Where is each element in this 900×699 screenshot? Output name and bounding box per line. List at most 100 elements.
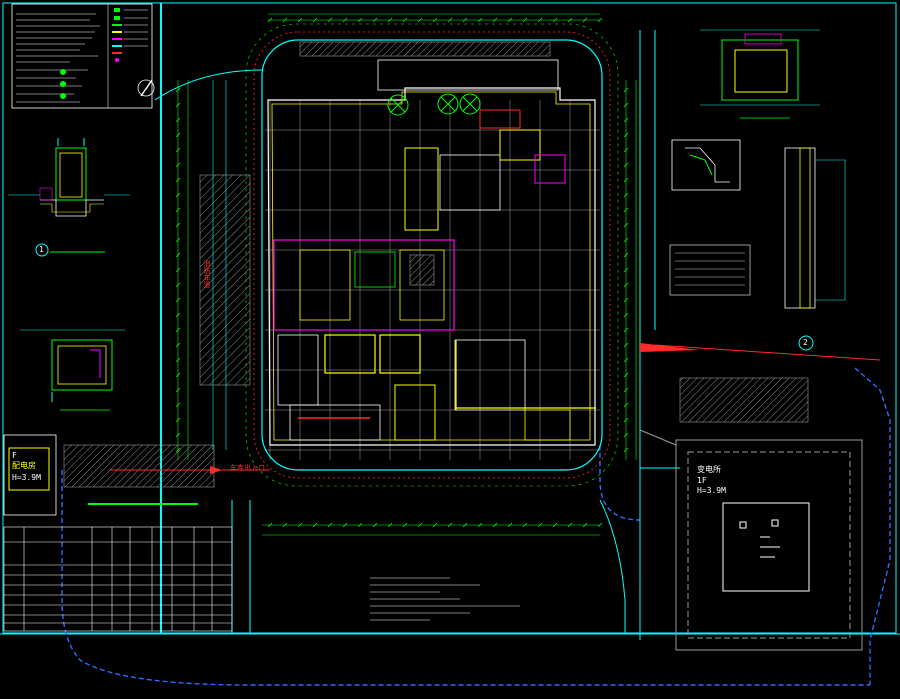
dimension-tick xyxy=(175,162,181,168)
dimension-tick xyxy=(175,327,181,333)
dimension-tick xyxy=(623,447,629,453)
dimension-tick xyxy=(175,117,181,123)
parking-strip-right xyxy=(679,377,809,423)
dimension-tick xyxy=(175,87,181,93)
dimension-tick xyxy=(175,237,181,243)
building-outline xyxy=(267,87,596,446)
dimension-tick xyxy=(372,522,378,528)
stair-number-1: 1 xyxy=(39,245,44,254)
dimension-tick xyxy=(623,297,629,303)
dimension-tick xyxy=(175,177,181,183)
red-wedge xyxy=(640,343,881,361)
dimension-tick xyxy=(623,237,629,243)
dimension-tick xyxy=(357,17,363,23)
dimension-tick xyxy=(537,17,543,23)
dimension-tick xyxy=(175,102,181,108)
dimension-tick xyxy=(507,522,513,528)
substation-name: 变电所 xyxy=(697,465,721,474)
dimension-tick xyxy=(552,522,558,528)
dimension-tick xyxy=(447,17,453,23)
building-f-name: 配电房 xyxy=(12,461,36,470)
dimension-tick xyxy=(623,372,629,378)
building-f-code: F xyxy=(12,451,17,460)
detail-plan-top-right xyxy=(700,29,820,119)
dimension-tick xyxy=(175,282,181,288)
dimension-tick xyxy=(387,17,393,23)
substation-box xyxy=(639,429,863,651)
dimension-tick xyxy=(417,522,423,528)
stair-number-2: 2 xyxy=(803,338,808,347)
detail-section-1 xyxy=(8,138,130,257)
dimension-tick xyxy=(175,207,181,213)
top-roof-section xyxy=(299,41,559,91)
dimension-tick xyxy=(327,17,333,23)
dimension-tick xyxy=(623,132,629,138)
dimension-tick xyxy=(623,357,629,363)
dimension-tick xyxy=(623,282,629,288)
dimension-tick xyxy=(492,17,498,23)
dimension-tick xyxy=(267,17,273,23)
dimension-tick xyxy=(597,17,603,23)
table-title-underline xyxy=(88,503,198,505)
dimension-tick xyxy=(417,17,423,23)
dimension-tick xyxy=(623,192,629,198)
dimension-tick xyxy=(597,522,603,528)
site-notes-lines xyxy=(370,577,520,621)
dimension-tick xyxy=(175,387,181,393)
dimension-tick xyxy=(175,252,181,258)
dimension-tick xyxy=(462,522,468,528)
dimension-tick xyxy=(567,17,573,23)
dimension-tick xyxy=(312,522,318,528)
dimension-tick xyxy=(372,17,378,23)
garage-entrance-label: 车库出入口 xyxy=(230,464,265,472)
dimension-tick xyxy=(297,17,303,23)
dimension-tick xyxy=(357,522,363,528)
dimension-tick xyxy=(402,17,408,23)
dimension-tick xyxy=(477,522,483,528)
dimension-tick xyxy=(175,222,181,228)
dimension-tick xyxy=(175,372,181,378)
building-f-box xyxy=(3,434,57,516)
dimension-tick xyxy=(623,207,629,213)
dimension-tick xyxy=(582,17,588,23)
drawing-frame xyxy=(0,2,900,635)
general-notes-table xyxy=(11,3,153,109)
dimension-tick xyxy=(175,447,181,453)
dimension-tick xyxy=(297,522,303,528)
dimension-tick xyxy=(175,342,181,348)
dimension-tick xyxy=(522,522,528,528)
dimension-tick xyxy=(327,522,333,528)
dimension-tick xyxy=(175,267,181,273)
substation-floor: 1F xyxy=(697,476,707,485)
roof-fan-icons xyxy=(387,93,481,116)
dimension-tick xyxy=(522,17,528,23)
building-f-height: H=3.9M xyxy=(12,473,41,482)
dimension-tick xyxy=(623,102,629,108)
dimension-tick xyxy=(477,17,483,23)
main-road-ring xyxy=(245,23,619,487)
dimension-tick xyxy=(342,522,348,528)
dimension-tick xyxy=(175,432,181,438)
dimension-tick xyxy=(623,117,629,123)
dimension-tick xyxy=(567,522,573,528)
dimension-tick xyxy=(623,432,629,438)
fire-lane-label: 消防车道 xyxy=(203,260,211,288)
dimension-tick xyxy=(432,17,438,23)
dimension-tick xyxy=(175,417,181,423)
dimension-tick xyxy=(175,312,181,318)
dimension-tick xyxy=(507,17,513,23)
dimension-tick xyxy=(175,357,181,363)
area-statistics-table xyxy=(3,526,233,632)
dimension-tick xyxy=(312,17,318,23)
parking-strip-left xyxy=(63,444,270,488)
dimension-tick xyxy=(623,87,629,93)
dimension-tick xyxy=(175,402,181,408)
dimension-tick xyxy=(175,297,181,303)
dimension-tick xyxy=(582,522,588,528)
dimension-tick xyxy=(623,252,629,258)
dimension-tick xyxy=(175,192,181,198)
dimension-tick xyxy=(175,147,181,153)
dimension-tick xyxy=(175,132,181,138)
dimension-tick xyxy=(623,342,629,348)
